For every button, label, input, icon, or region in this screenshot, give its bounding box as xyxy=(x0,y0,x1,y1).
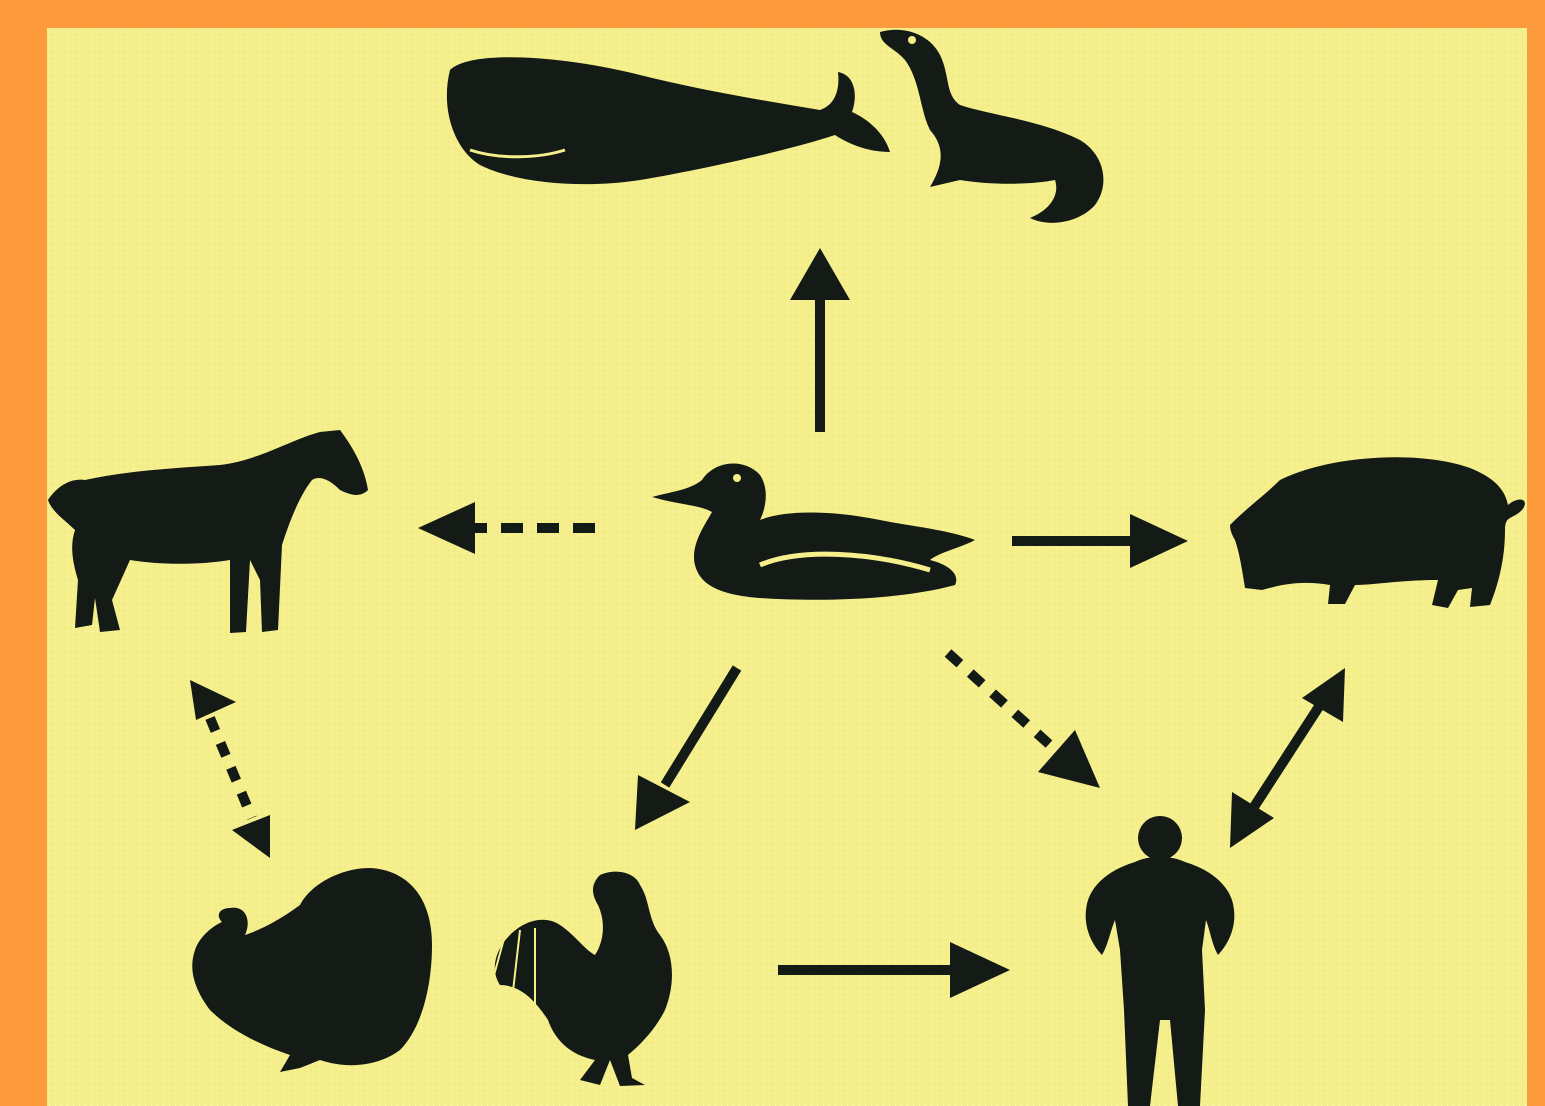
arrow-duck-to-human xyxy=(944,649,1100,788)
arrow-duck-to-whale xyxy=(790,248,850,432)
arrow-duck-to-pig xyxy=(1012,514,1188,568)
rooster-icon xyxy=(489,871,672,1086)
horse-icon xyxy=(48,430,368,633)
turkey-icon xyxy=(192,868,432,1072)
pig-icon xyxy=(1230,457,1525,608)
duck-icon xyxy=(652,463,975,600)
arrow-duck-to-horse xyxy=(418,502,595,554)
arrow-horse-turkey xyxy=(190,680,270,858)
arrow-rooster-to-human xyxy=(778,942,1010,998)
sperm-whale-icon xyxy=(446,57,890,185)
sea-lion-icon xyxy=(880,29,1104,223)
arrow-duck-to-rooster xyxy=(635,665,742,830)
arrow-pig-human xyxy=(1230,668,1345,848)
human-icon xyxy=(1085,816,1235,1106)
